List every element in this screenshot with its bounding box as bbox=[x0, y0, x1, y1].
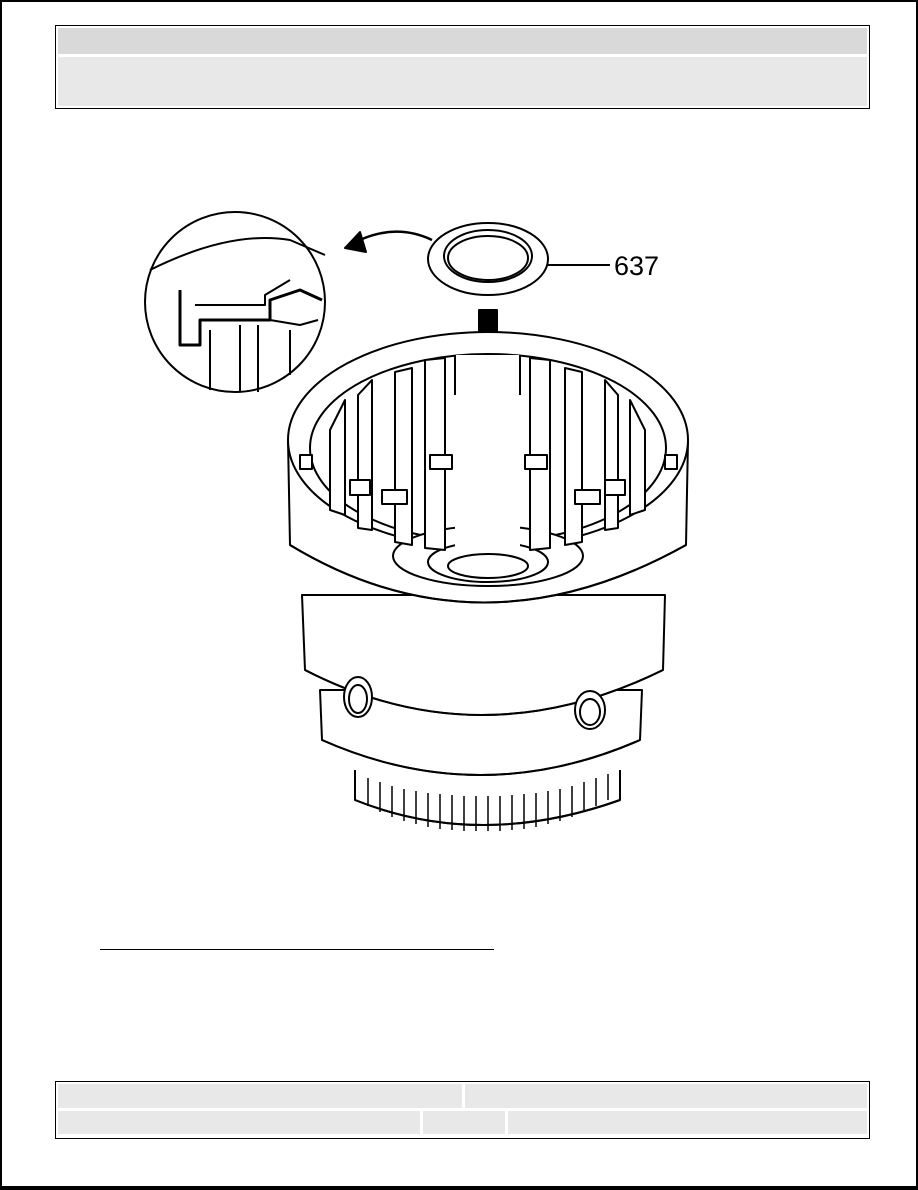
header-title-row bbox=[58, 28, 867, 54]
detail-view bbox=[144, 211, 326, 393]
footer-table bbox=[55, 1081, 870, 1139]
footer-cell bbox=[423, 1111, 505, 1134]
curved-arrow-icon bbox=[344, 230, 433, 253]
footer-row-2 bbox=[58, 1111, 867, 1134]
footer-cell bbox=[465, 1084, 867, 1108]
footer-cell bbox=[508, 1111, 867, 1134]
footer-cell bbox=[58, 1084, 462, 1108]
callout-label-637: 637 bbox=[614, 251, 659, 281]
note-underline bbox=[100, 949, 494, 950]
clutch-housing-illustration: 637 bbox=[144, 211, 689, 831]
header-subtitle-row bbox=[58, 57, 867, 106]
drum-splines bbox=[299, 355, 678, 551]
gear-teeth bbox=[367, 774, 609, 831]
footer-cell bbox=[58, 1111, 420, 1134]
header-table bbox=[55, 25, 870, 109]
footer-row-1 bbox=[58, 1084, 867, 1108]
seal-ring-637 bbox=[427, 222, 549, 296]
